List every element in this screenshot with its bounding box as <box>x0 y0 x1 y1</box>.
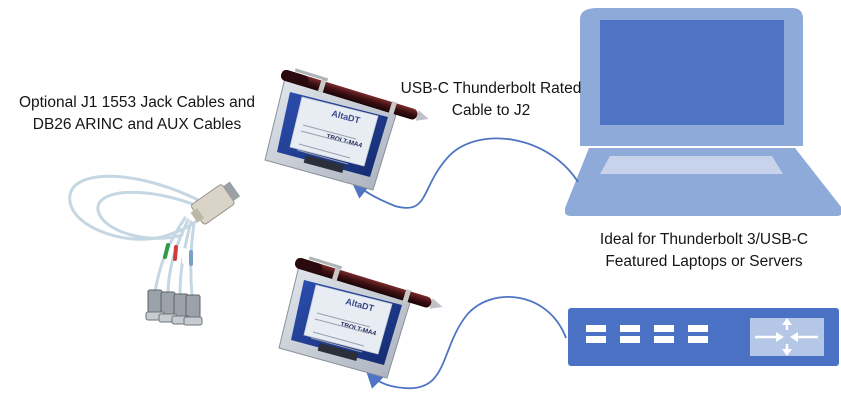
cable-laptop <box>350 137 579 209</box>
tbolt-device: AltaDT TBOLT-MA4 <box>264 77 399 191</box>
cables-caption: Optional J1 1553 Jack Cables and DB26 AR… <box>6 92 268 136</box>
usb-caption-line1: USB-C Thunderbolt Rated <box>400 80 582 97</box>
pen <box>295 256 443 309</box>
usb-cable-caption: USB-C Thunderbolt Rated Cable to J2 <box>386 78 596 122</box>
pen <box>281 68 429 121</box>
cable-harness <box>68 174 241 326</box>
usb-caption-line2: Cable to J2 <box>451 102 531 119</box>
cable-server <box>365 296 567 389</box>
laptop-keyboard <box>600 156 783 174</box>
ideal-caption: Ideal for Thunderbolt 3/USB-C Featured L… <box>578 229 830 273</box>
cables-caption-line1: Optional J1 1553 Jack Cables and <box>18 94 256 111</box>
laptop-icon <box>565 8 841 216</box>
tbolt-device: AltaDT TBOLT-MA4 <box>278 265 413 379</box>
server-ports <box>586 325 708 343</box>
ideal-caption-line1: Ideal for Thunderbolt 3/USB-C <box>599 231 809 248</box>
cables-caption-line2: DB26 ARINC and AUX Cables <box>32 116 242 133</box>
ideal-caption-line2: Featured Laptops or Servers <box>605 253 803 270</box>
server-arrows-icon <box>755 318 818 356</box>
laptop-screen <box>600 20 784 125</box>
server-icon <box>568 308 839 366</box>
